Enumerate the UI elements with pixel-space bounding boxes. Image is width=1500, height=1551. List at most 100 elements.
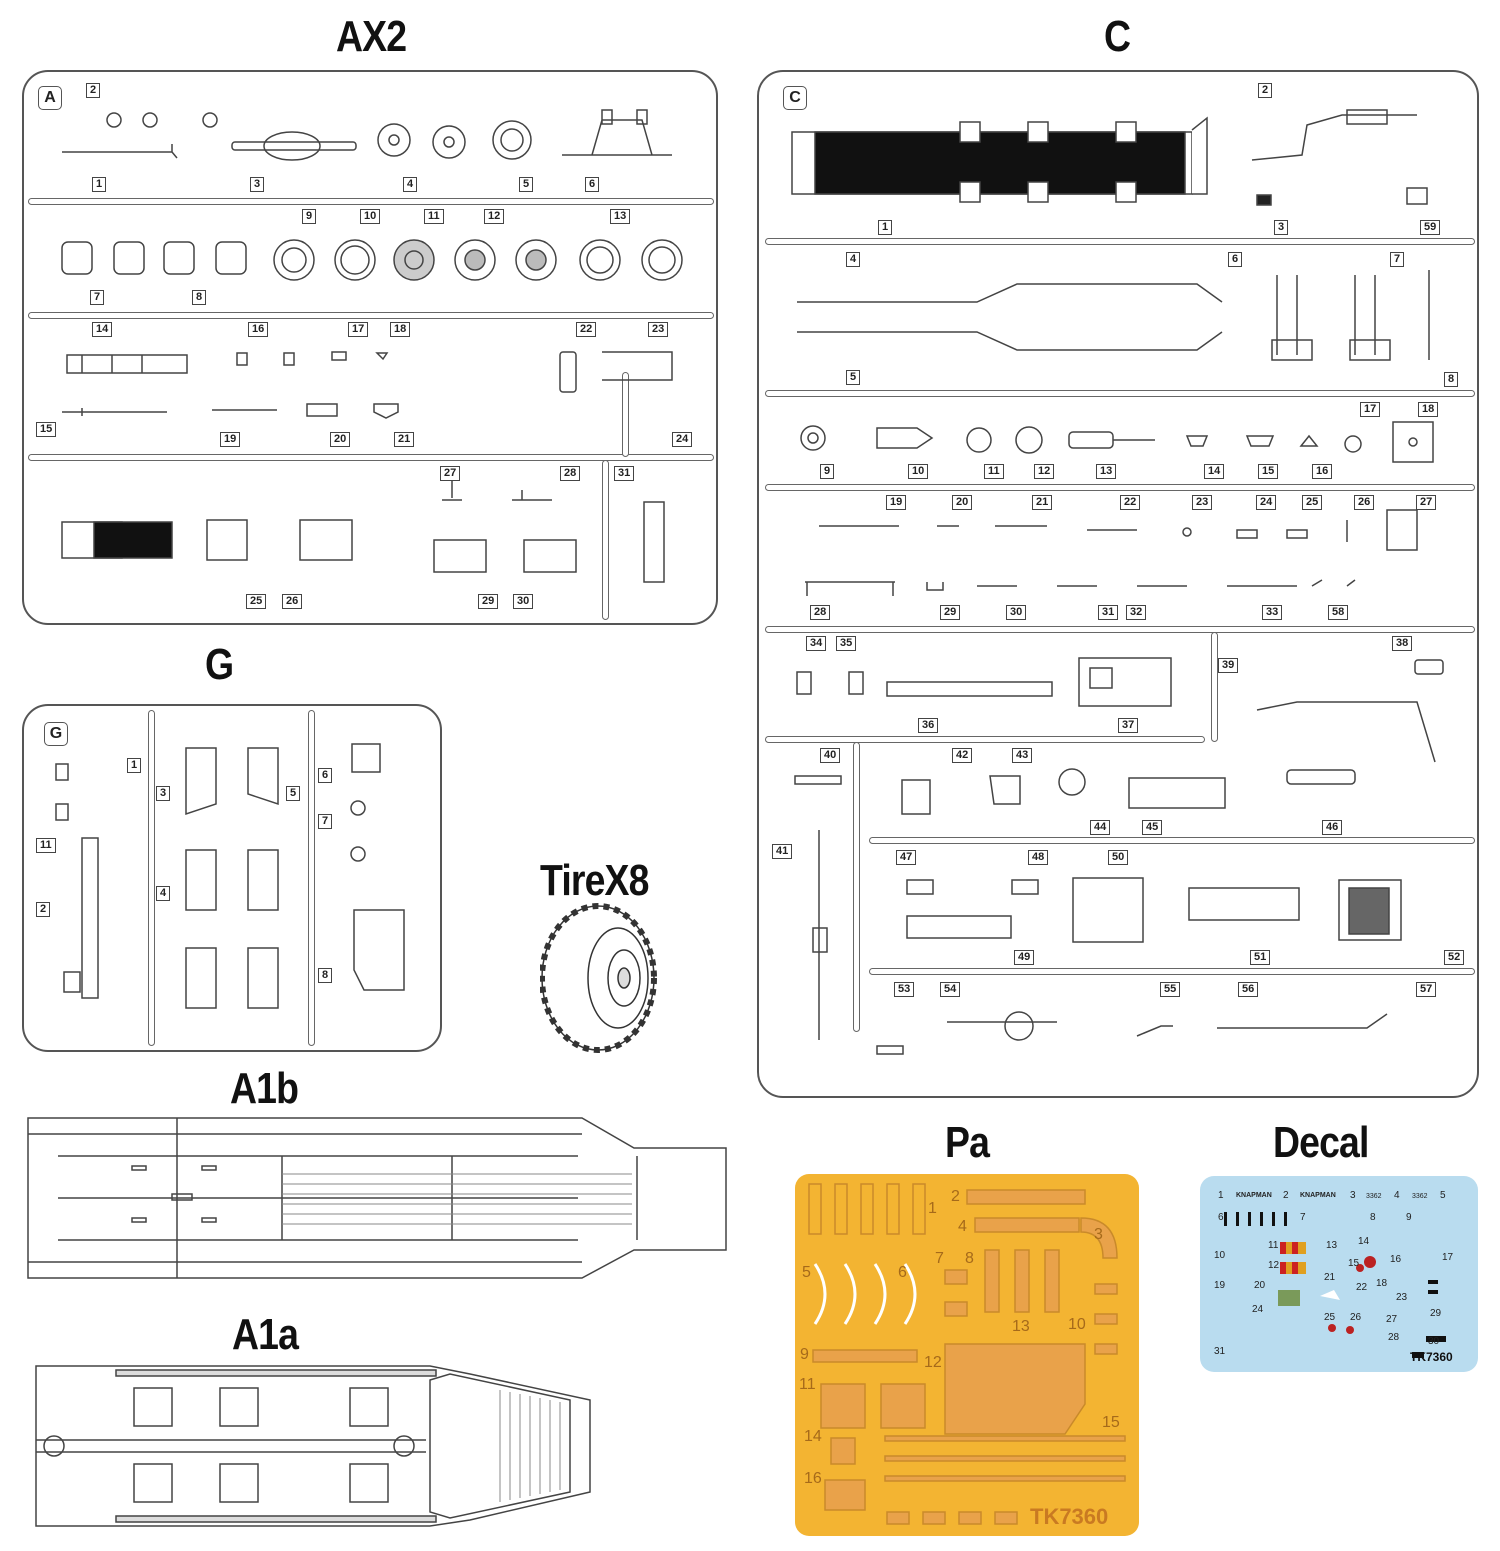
part-boom <box>1217 1013 1388 1029</box>
decal-number: 23 <box>1396 1292 1408 1303</box>
part-frame-rail <box>797 331 1223 351</box>
part-number: 5 <box>519 177 534 192</box>
part-small <box>1136 1025 1173 1037</box>
part-number: 16 <box>1312 464 1333 479</box>
part-wheel <box>641 239 683 281</box>
part-bracket <box>805 581 895 596</box>
part-number: 20 <box>330 432 351 447</box>
part-window <box>247 747 279 806</box>
runner <box>869 837 1475 844</box>
title-tire: TireX8 <box>540 856 649 905</box>
g-parts-drawing <box>55 743 405 1009</box>
part-number: 5 <box>846 370 861 385</box>
tire-drawing <box>540 903 657 1053</box>
pa-number: 3 <box>1094 1226 1103 1243</box>
part-number: 30 <box>513 594 534 609</box>
part-small <box>331 351 347 361</box>
part-number: 13 <box>610 209 631 224</box>
sprue-letter-c: C <box>783 86 807 110</box>
part-number: 10 <box>908 464 929 479</box>
part-washer <box>142 112 158 128</box>
part-small <box>1185 435 1209 447</box>
decal-number: 29 <box>1430 1308 1442 1319</box>
part-window <box>247 849 279 911</box>
runner <box>765 238 1475 245</box>
part-ring <box>299 519 353 561</box>
part-window <box>185 849 217 911</box>
pa-plate <box>824 1479 866 1511</box>
part-number: 54 <box>940 982 961 997</box>
c-parts-drawing <box>791 109 1444 1055</box>
decal-number: 9 <box>1406 1212 1412 1223</box>
part-number: 45 <box>1142 820 1163 835</box>
pa-strip <box>974 1217 1080 1233</box>
part-toolbox <box>1188 887 1300 921</box>
decal-number: 18 <box>1376 1278 1388 1289</box>
part-number: 6 <box>1228 252 1243 267</box>
part-number: 4 <box>403 177 418 192</box>
part-box <box>523 539 577 573</box>
a1a-panel <box>349 1387 389 1427</box>
title-a1a: A1a <box>232 1310 299 1359</box>
a1a-panel <box>219 1387 259 1427</box>
part-small <box>1406 187 1428 205</box>
pa-strip <box>812 1349 918 1363</box>
part-number: 21 <box>1032 495 1053 510</box>
decal-product-code: TK7360 <box>1410 1350 1453 1364</box>
sprue-letter-a: A <box>38 86 62 110</box>
sprue-letter-g: G <box>44 722 68 746</box>
title-g: G <box>205 640 234 689</box>
a1b-drawing <box>27 1117 727 1279</box>
part-cylinder <box>1068 431 1114 449</box>
runner <box>765 736 1205 743</box>
part-number: 58 <box>1328 605 1349 620</box>
part-small <box>800 425 826 451</box>
part-ladder <box>906 915 1012 939</box>
part-small <box>1344 435 1362 453</box>
part-window <box>185 947 217 1009</box>
a1a-panel <box>133 1463 173 1503</box>
part-number: 43 <box>1012 748 1033 763</box>
part-ring <box>350 800 366 816</box>
a1a-panel <box>349 1463 389 1503</box>
decal-number: 10 <box>1214 1250 1226 1261</box>
part-engine-cover <box>1338 879 1402 941</box>
pa-number: 7 <box>935 1250 944 1267</box>
pa-rod <box>884 1475 1126 1482</box>
part-number: 49 <box>1014 950 1035 965</box>
part-number: 3 <box>250 177 265 192</box>
part-number: 57 <box>1416 982 1437 997</box>
part-number: 28 <box>560 466 581 481</box>
part-number: 8 <box>318 968 333 983</box>
part-number: 14 <box>92 322 113 337</box>
decal-number: 22 <box>1356 1282 1368 1293</box>
part-small <box>1011 879 1039 895</box>
part-number: 8 <box>1444 372 1459 387</box>
part-number: 28 <box>810 605 831 620</box>
part-small <box>283 352 295 366</box>
part-number: 52 <box>1444 950 1465 965</box>
part-number: 56 <box>1238 982 1259 997</box>
part-number: 6 <box>318 768 333 783</box>
part-number: 59 <box>1420 220 1441 235</box>
part-number: 19 <box>886 495 907 510</box>
pa-number: 8 <box>965 1250 974 1267</box>
part-drum <box>377 123 411 157</box>
pa-number: 6 <box>898 1264 907 1281</box>
part-door-frame <box>81 837 99 999</box>
part-wheel <box>273 239 315 281</box>
part-number: 42 <box>952 748 973 763</box>
decal-number: 12 <box>1268 1260 1280 1271</box>
part-ladder <box>643 501 665 583</box>
part-number: 31 <box>614 466 635 481</box>
runner <box>622 372 629 457</box>
part-washer <box>106 112 122 128</box>
decal-number: 5 <box>1440 1190 1446 1201</box>
part-plate <box>886 681 1053 697</box>
runner <box>308 710 315 1046</box>
part-rod <box>62 408 167 416</box>
part-number: 27 <box>440 466 461 481</box>
part-boom <box>1256 701 1436 763</box>
part-tank <box>559 351 577 393</box>
part-number: 6 <box>585 177 600 192</box>
